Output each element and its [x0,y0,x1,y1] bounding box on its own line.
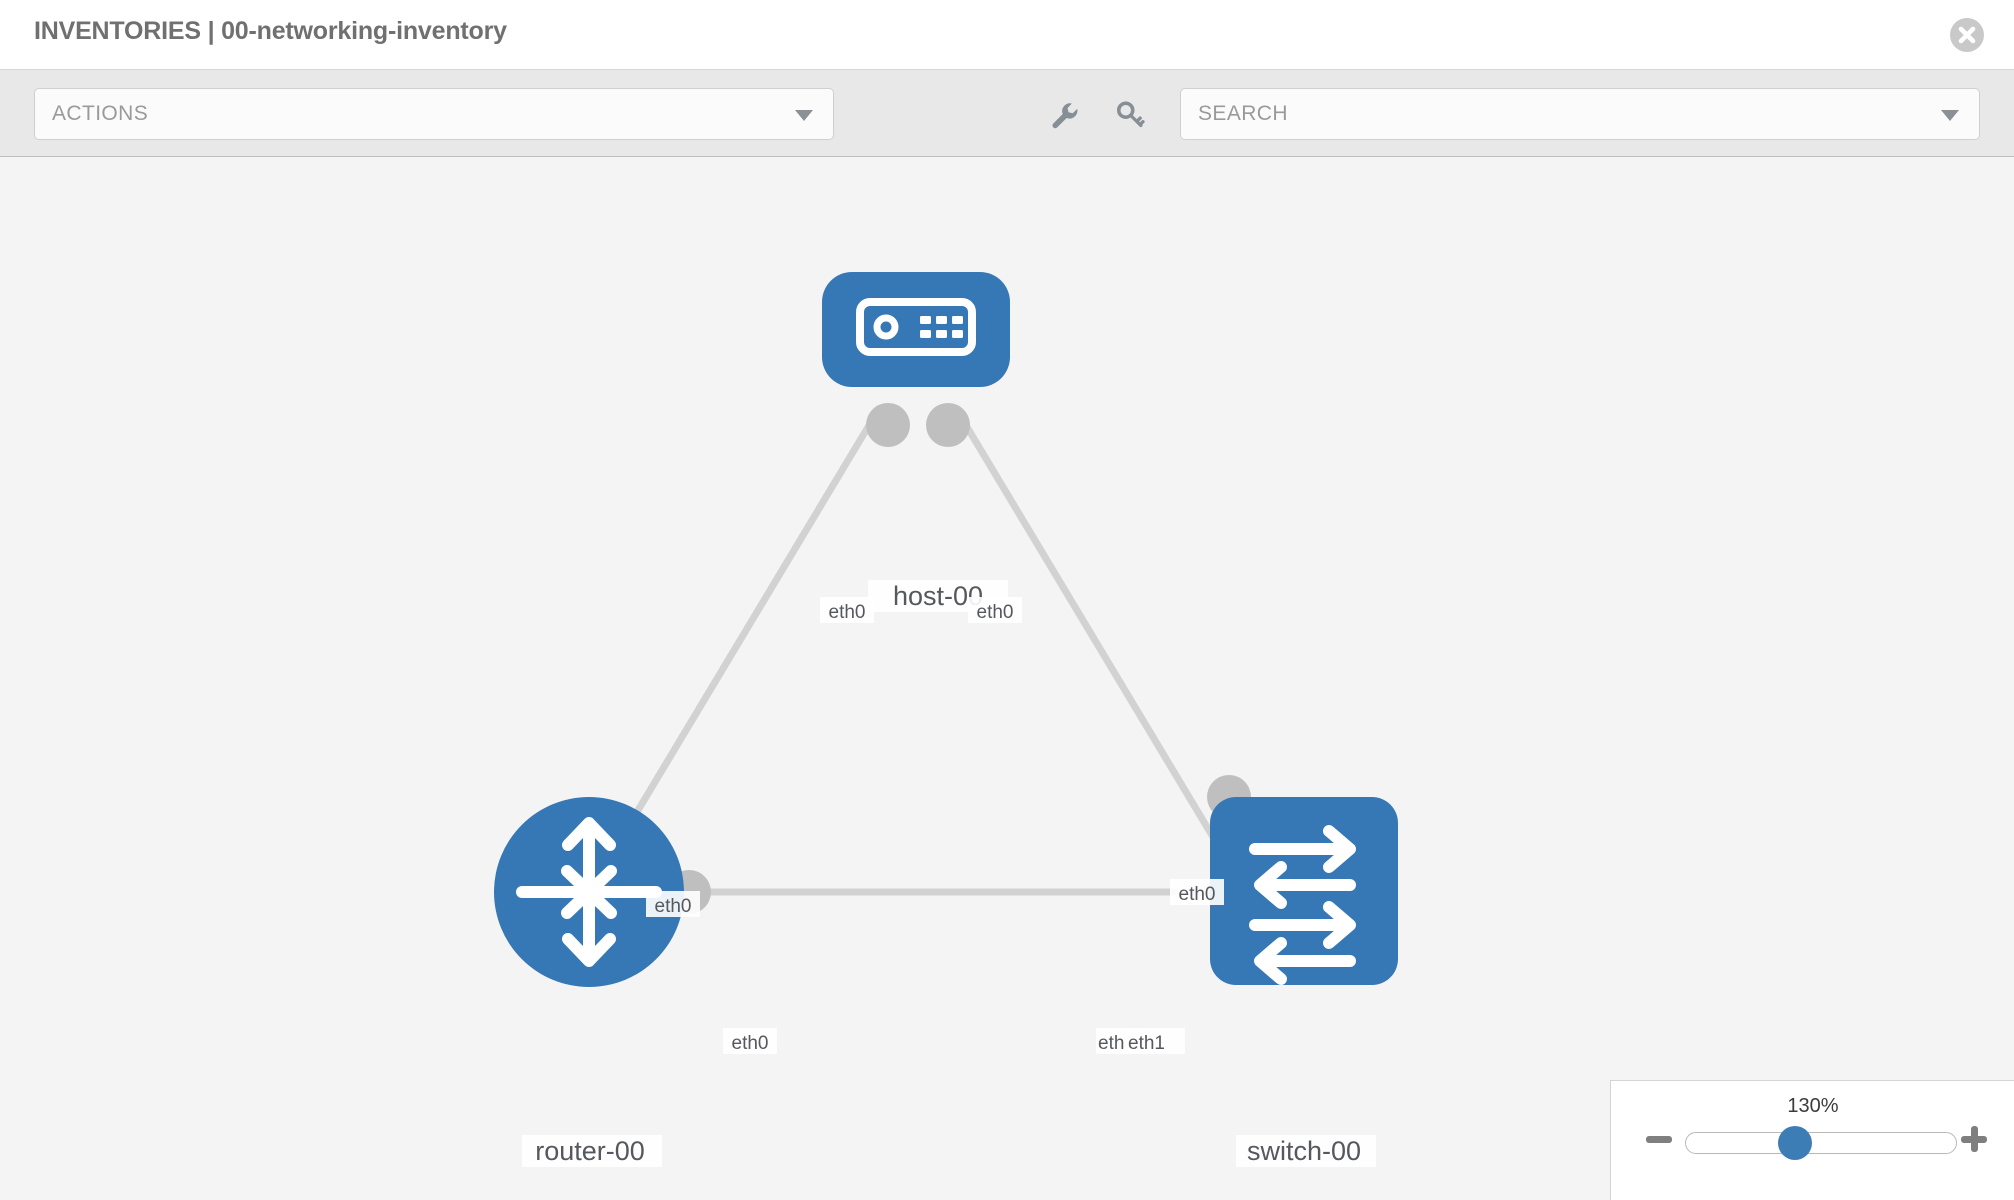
interface-label-group: eth0 eth0 eth0 eth0 eth0 eth eth1 [646,597,1224,1054]
page-title: INVENTORIES | 00-networking-inventory [34,17,507,45]
node-label-router-00: router-00 [535,1136,645,1166]
wrench-button[interactable] [1047,98,1081,132]
node-switch-00[interactable] [1210,797,1398,985]
node-label-group: host-00 router-00 switch-00 [522,580,1376,1167]
page-header: INVENTORIES | 00-networking-inventory [0,0,2014,70]
iface-label-host00-eth0-right: eth0 [977,602,1014,623]
toolbar: ACTIONS SEARCH [0,70,2014,157]
zoom-in-button[interactable] [1956,1121,1992,1157]
close-icon [1958,26,1976,44]
key-icon [1116,101,1145,128]
chevron-down-icon [795,110,813,121]
node-host-00[interactable] [822,272,1010,387]
iface-label-switch00-eth1-horiz: eth1 [1128,1033,1165,1054]
iface-label-router00-eth0-horiz: eth0 [732,1033,769,1054]
iface-label-switch00-eth-overlap: eth [1098,1033,1124,1054]
link-host00-switch00[interactable] [951,405,1229,859]
switch-arrows-icon [1249,825,1356,985]
connector-nub [926,403,970,447]
topology-canvas[interactable]: host-00 router-00 switch-00 eth0 eth0 et… [0,157,2014,1200]
actions-dropdown-label: ACTIONS [52,102,149,125]
minus-icon [1646,1136,1672,1143]
node-label-switch-00: switch-00 [1247,1136,1361,1166]
node-router-00[interactable] [494,797,684,987]
close-button[interactable] [1950,18,1984,52]
plus-icon [1961,1126,1987,1152]
zoom-out-button[interactable] [1641,1121,1677,1157]
link-group [606,405,1229,896]
iface-label-host00-eth0-left: eth0 [829,602,866,623]
router-arrows-icon [516,817,662,967]
zoom-slider-thumb[interactable] [1778,1126,1812,1160]
search-input[interactable]: SEARCH [1180,88,1980,140]
connector-nub [866,403,910,447]
connector-group [667,403,1251,914]
wrench-icon [1052,103,1078,129]
iface-label-switch00-eth0-diag: eth0 [1179,884,1216,905]
node-host-00-shape [822,272,1010,387]
zoom-percent-label: 130% [1787,1095,1839,1117]
zoom-control-panel: 130% [1610,1080,2014,1200]
zoom-slider-track[interactable] [1685,1132,1957,1154]
search-placeholder: SEARCH [1198,102,1288,125]
link-host00-router00[interactable] [606,405,884,859]
chevron-down-icon [1941,110,1959,121]
topology-graph: host-00 router-00 switch-00 eth0 eth0 et… [494,272,1398,1167]
iface-label-router00-eth0-diag: eth0 [655,896,692,917]
server-icon [856,298,976,356]
actions-dropdown[interactable]: ACTIONS [34,88,834,140]
key-button[interactable] [1113,98,1147,132]
